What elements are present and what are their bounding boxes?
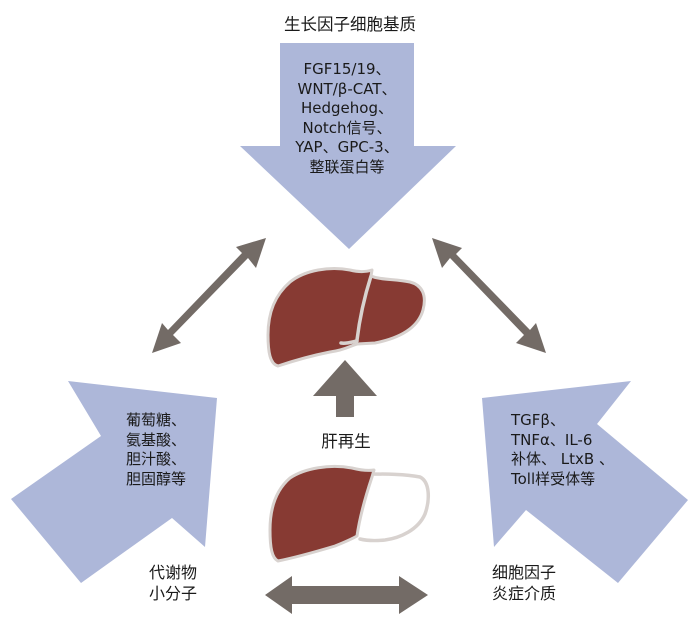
list-item: Notch信号、 (302, 118, 392, 137)
list-item: 葡萄糖、 (126, 411, 187, 429)
list-item: 胆汁酸、 (126, 450, 187, 468)
list-item: FGF15/19、 (303, 60, 391, 78)
list-item: 补体、 LtxB 、 (511, 450, 614, 468)
cytokine-caption: 细胞因子 炎症介质 (492, 562, 556, 604)
growth-factor-list: FGF15/19、 WNT/β-CAT、 Hedgehog、 Notch信号、 … (262, 60, 432, 177)
list-item: YAP、GPC-3、 (295, 138, 399, 156)
list-item: TGFβ、 (511, 411, 565, 429)
regeneration-up-arrow (313, 360, 377, 417)
list-item: 整联蛋白等 (309, 157, 385, 176)
metabolite-list: 葡萄糖、 氨基酸、 胆汁酸、 胆固醇等 (126, 411, 186, 489)
growth-factor-heading: 生长因子细胞基质 (284, 15, 416, 34)
list-item: Toll样受体等 (511, 469, 596, 488)
list-item: 氨基酸、 (126, 430, 187, 449)
list-item: WNT/β-CAT、 (297, 79, 397, 98)
liver-resected-icon (268, 464, 431, 563)
caption-line: 细胞因子 (492, 563, 557, 582)
list-item: Hedgehog、 (301, 99, 393, 117)
liver-regenerated-icon (266, 267, 426, 368)
double-arrow-top-right (432, 238, 546, 353)
liver-regeneration-label: 肝再生 (321, 432, 371, 451)
caption-line: 小分子 (149, 584, 198, 603)
metabolite-caption: 代谢物 小分子 (149, 562, 197, 604)
cytokine-input-arrow (482, 381, 688, 583)
caption-line: 炎症介质 (492, 584, 557, 603)
double-arrow-bottom (265, 576, 428, 614)
list-item: 胆固醇等 (126, 469, 187, 488)
double-arrow-top-left (152, 238, 266, 353)
growth-factor-input-arrow (240, 43, 456, 249)
list-item: TNFα、IL-6 (511, 430, 593, 449)
cytokine-list: TGFβ、 TNFα、IL-6 补体、 LtxB 、 Toll样受体等 (511, 411, 614, 489)
caption-line: 代谢物 (149, 563, 198, 582)
metabolite-input-arrow (11, 381, 217, 583)
